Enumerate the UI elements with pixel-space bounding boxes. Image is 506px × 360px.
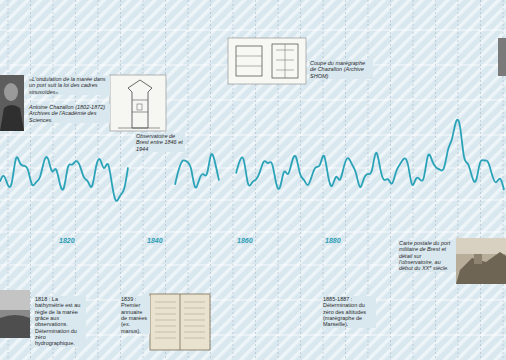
photo-caption: Carte postale du port militaire de Brest…: [398, 240, 456, 272]
year-label: 1860: [236, 237, 254, 245]
tide-gauge-sketch: [228, 38, 306, 84]
observatory-drawing: [110, 75, 166, 131]
grid-line: [480, 0, 481, 360]
curve-segment: [236, 120, 504, 190]
year-label: 1880: [324, 237, 342, 245]
event-note: 1839 : Premier annuaire de marées (ex. m…: [120, 296, 150, 334]
year-label: 1840: [146, 237, 164, 245]
grid-line: [0, 168, 506, 169]
year-label: 1820: [58, 237, 76, 245]
curve-segment: [175, 154, 219, 188]
grid-line: [413, 0, 414, 360]
grid-line: [458, 0, 459, 360]
event-note: 1885-1887 : Détermination du zéro des al…: [322, 296, 376, 328]
event-note: 1818 : La bathymétrie est au règle de la…: [34, 296, 86, 347]
tide-table-book: [150, 294, 210, 350]
photo-caption: Observatoire de Brest entre 1846 et 1944: [135, 133, 185, 152]
grid-line: [0, 200, 506, 201]
grid-line: [0, 30, 506, 31]
portrait-photo: [0, 75, 24, 131]
sea-level-curve: [0, 120, 504, 201]
grid-line: [0, 135, 506, 136]
quote-caption: «L'ondulation de la marée dans un port s…: [28, 76, 110, 95]
grid-line: [0, 100, 506, 101]
grid-line: [390, 0, 391, 360]
grid-line: [98, 0, 99, 360]
photo-caption: Coupe du marégraphe de Chazallon (Archiv…: [309, 60, 373, 79]
bathymetry-photo: [0, 290, 30, 338]
postcard-photo: [456, 238, 506, 284]
curve-segment: [0, 157, 128, 201]
grid-line: [0, 232, 506, 233]
grid-line: [435, 0, 436, 360]
author-caption: Antoine Chazallon (1802-1872) Archives d…: [28, 104, 110, 123]
cropped-photo: [498, 38, 506, 76]
